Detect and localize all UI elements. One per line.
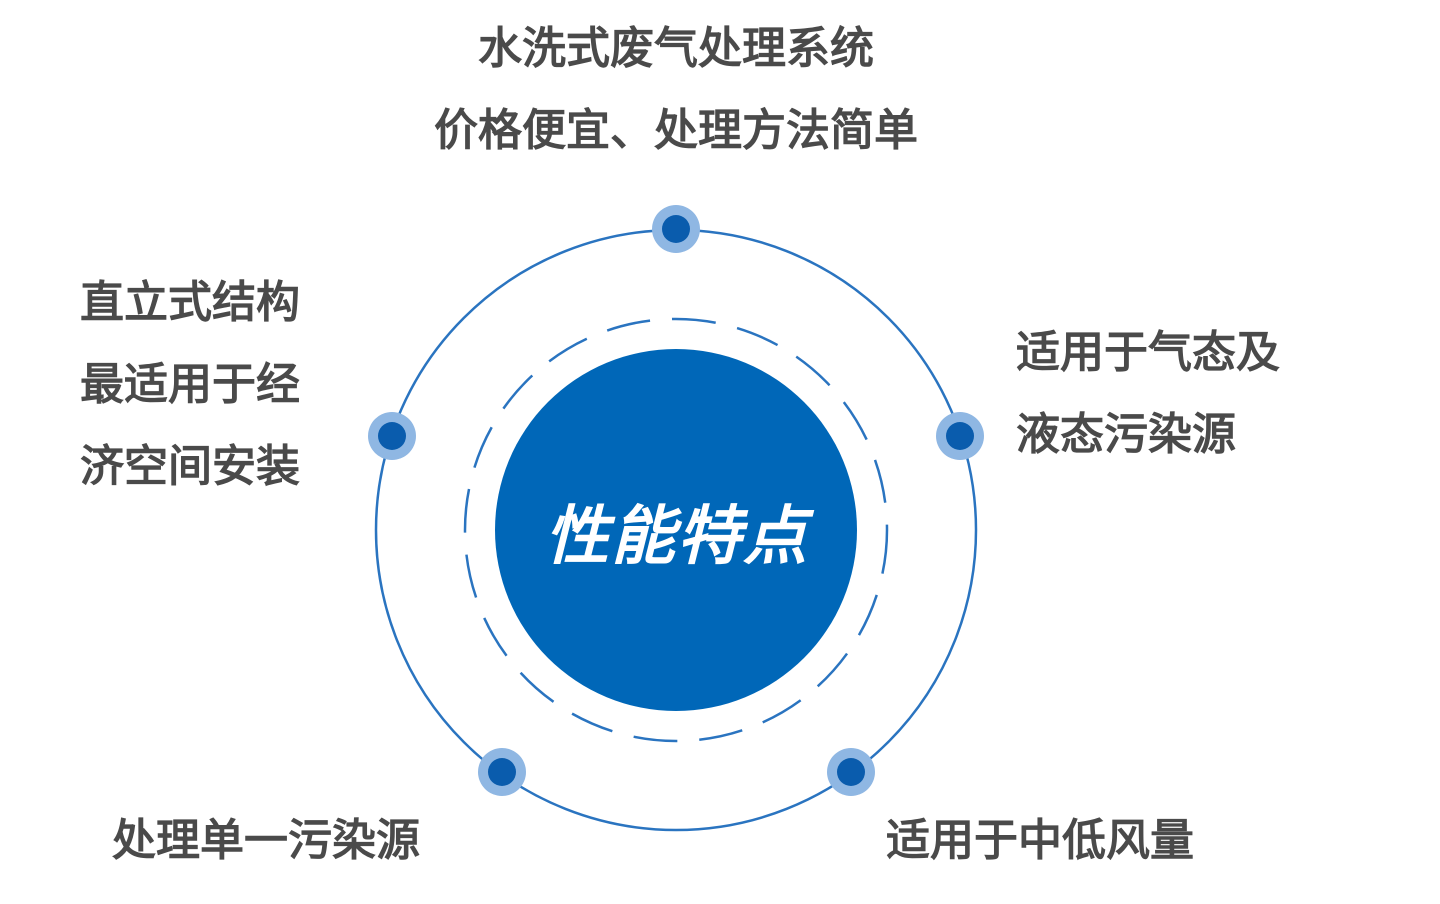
feature-right: 适用于气态及 液态污染源 [1016, 312, 1280, 476]
feature-left-line-2: 最适用于经 [80, 359, 300, 410]
node-bottom-left [478, 748, 526, 796]
feature-left: 直立式结构 最适用于经 济空间安装 [80, 262, 300, 508]
feature-top-line-1: 水洗式废气处理系统 [478, 23, 874, 74]
dashed-ring [463, 317, 889, 743]
feature-bottom-right: 适用于中低风量 [886, 800, 1194, 882]
node-left [368, 412, 416, 460]
feature-top-line-2: 价格便宜、处理方法简单 [434, 105, 918, 156]
node-bottom-right [827, 748, 875, 796]
feature-bottom-left: 处理单一污染源 [112, 800, 420, 882]
feature-left-line-1: 直立式结构 [80, 277, 300, 328]
node-top [652, 205, 700, 253]
feature-bottom-right-line-1: 适用于中低风量 [886, 815, 1194, 866]
center-disc [495, 349, 857, 711]
feature-top: 水洗式废气处理系统 价格便宜、处理方法简单 [0, 8, 1352, 172]
feature-bottom-left-line-1: 处理单一污染源 [112, 815, 420, 866]
center-title: 性能特点 [545, 500, 809, 574]
node-right [936, 412, 984, 460]
feature-right-line-2: 液态污染源 [1016, 409, 1236, 460]
feature-right-line-1: 适用于气态及 [1016, 327, 1280, 378]
feature-left-line-3: 济空间安装 [80, 441, 300, 492]
